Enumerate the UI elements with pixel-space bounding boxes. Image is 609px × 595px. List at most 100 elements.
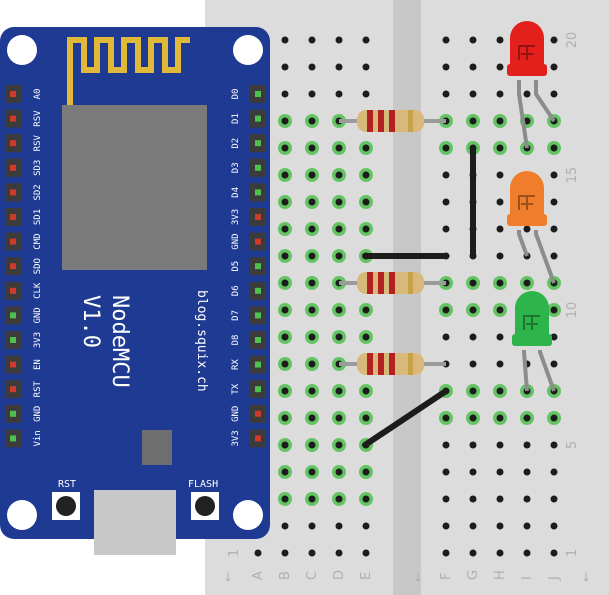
column-arrow-label: ← [579, 572, 593, 582]
breadboard-hole [308, 414, 316, 422]
breadboard-hole [496, 144, 504, 152]
pin-label: RST [33, 380, 43, 397]
pin-contact [10, 238, 16, 245]
usb-port [94, 490, 176, 555]
breadboard-hole [281, 225, 289, 233]
breadboard-hole [335, 549, 343, 557]
breadboard-hole [308, 171, 316, 179]
breadboard-hole [335, 468, 343, 476]
breadboard-hole [281, 117, 289, 125]
pin-contact [10, 91, 16, 97]
pin-contact [255, 164, 261, 171]
breadboard-hole [308, 387, 316, 395]
breadboard-hole [550, 63, 558, 71]
breadboard-hole [550, 306, 558, 314]
flash-button[interactable] [195, 496, 215, 516]
breadboard-hole [308, 225, 316, 233]
pin-label: D1 [231, 113, 241, 124]
led-lead [538, 350, 556, 392]
breadboard-hole [335, 198, 343, 206]
led-body [510, 21, 544, 70]
board-name: NodeMCU [107, 295, 132, 388]
pin-contact [255, 140, 261, 147]
breadboard-hole [281, 468, 289, 476]
breadboard-center-channel [393, 0, 421, 595]
breadboard-hole [496, 333, 504, 341]
breadboard-hole [308, 522, 316, 530]
breadboard-hole [442, 225, 450, 233]
breadboard-hole [442, 306, 450, 314]
breadboard-hole [335, 333, 343, 341]
resistor-band [389, 272, 395, 294]
breadboard-hole [308, 90, 316, 98]
pin-label: CLK [33, 282, 43, 299]
pin-label: D4 [231, 187, 241, 198]
breadboard-hole [523, 495, 531, 503]
breadboard-hole [362, 414, 370, 422]
pin-contact [10, 263, 16, 270]
column-letter-label: A [251, 571, 266, 580]
breadboard-hole [281, 171, 289, 179]
pin-label: D6 [231, 285, 241, 296]
breadboard-hole [496, 117, 504, 125]
breadboard-hole [496, 495, 504, 503]
breadboard-hole [523, 90, 531, 98]
led-body [510, 171, 544, 220]
breadboard-hole [308, 279, 316, 287]
breadboard-hole [281, 252, 289, 260]
breadboard-hole [442, 36, 450, 44]
pin-label: SD3 [33, 160, 43, 176]
column-letter-label: C [305, 571, 320, 580]
breadboard-hole [442, 414, 450, 422]
resistor-band [367, 110, 373, 132]
led-body [515, 291, 549, 340]
breadboard-hole [281, 198, 289, 206]
column-letter-label: I [520, 576, 535, 580]
mount-hole [233, 35, 263, 65]
breadboard-hole [469, 495, 477, 503]
row-number-label: 20 [565, 32, 580, 49]
breadboard-hole [281, 36, 289, 44]
breadboard-hole [469, 468, 477, 476]
breadboard-hole [469, 414, 477, 422]
breadboard-hole [523, 279, 531, 287]
breadboard-hole [550, 225, 558, 233]
breadboard-hole [550, 171, 558, 179]
breadboard-hole [523, 225, 531, 233]
breadboard-hole [496, 63, 504, 71]
breadboard-hole [469, 387, 477, 395]
row-number-label: 15 [565, 167, 580, 184]
breadboard-hole [362, 306, 370, 314]
pin-label: D2 [231, 138, 241, 149]
breadboard-hole [496, 225, 504, 233]
breadboard-hole [469, 63, 477, 71]
breadboard-hole [550, 198, 558, 206]
column-arrow-label: ← [411, 572, 425, 582]
column-letter-label: E [359, 572, 374, 580]
breadboard-hole [335, 441, 343, 449]
pin-contact [255, 91, 261, 97]
resistor-band [378, 272, 384, 294]
breadboard-hole [523, 549, 531, 557]
rst-button[interactable] [56, 496, 76, 516]
breadboard-hole [523, 414, 531, 422]
breadboard-hole [442, 522, 450, 530]
pin-label: D7 [231, 310, 241, 321]
breadboard-hole [442, 144, 450, 152]
breadboard-hole [442, 495, 450, 503]
breadboard-hole [496, 279, 504, 287]
breadboard-hole [308, 36, 316, 44]
pin-label: EN [33, 359, 43, 370]
pin-label: 3V3 [231, 430, 241, 446]
breadboard-hole [496, 441, 504, 449]
pin-label: 3V3 [231, 209, 241, 225]
pin-contact [255, 115, 261, 122]
pin-label: SDO [33, 258, 43, 274]
led-lead [522, 350, 529, 392]
breadboard-hole [550, 441, 558, 449]
pin-label: 3V3 [33, 332, 43, 348]
breadboard-hole [550, 144, 558, 152]
breadboard-hole [523, 522, 531, 530]
resistor-band-gold [408, 110, 413, 132]
